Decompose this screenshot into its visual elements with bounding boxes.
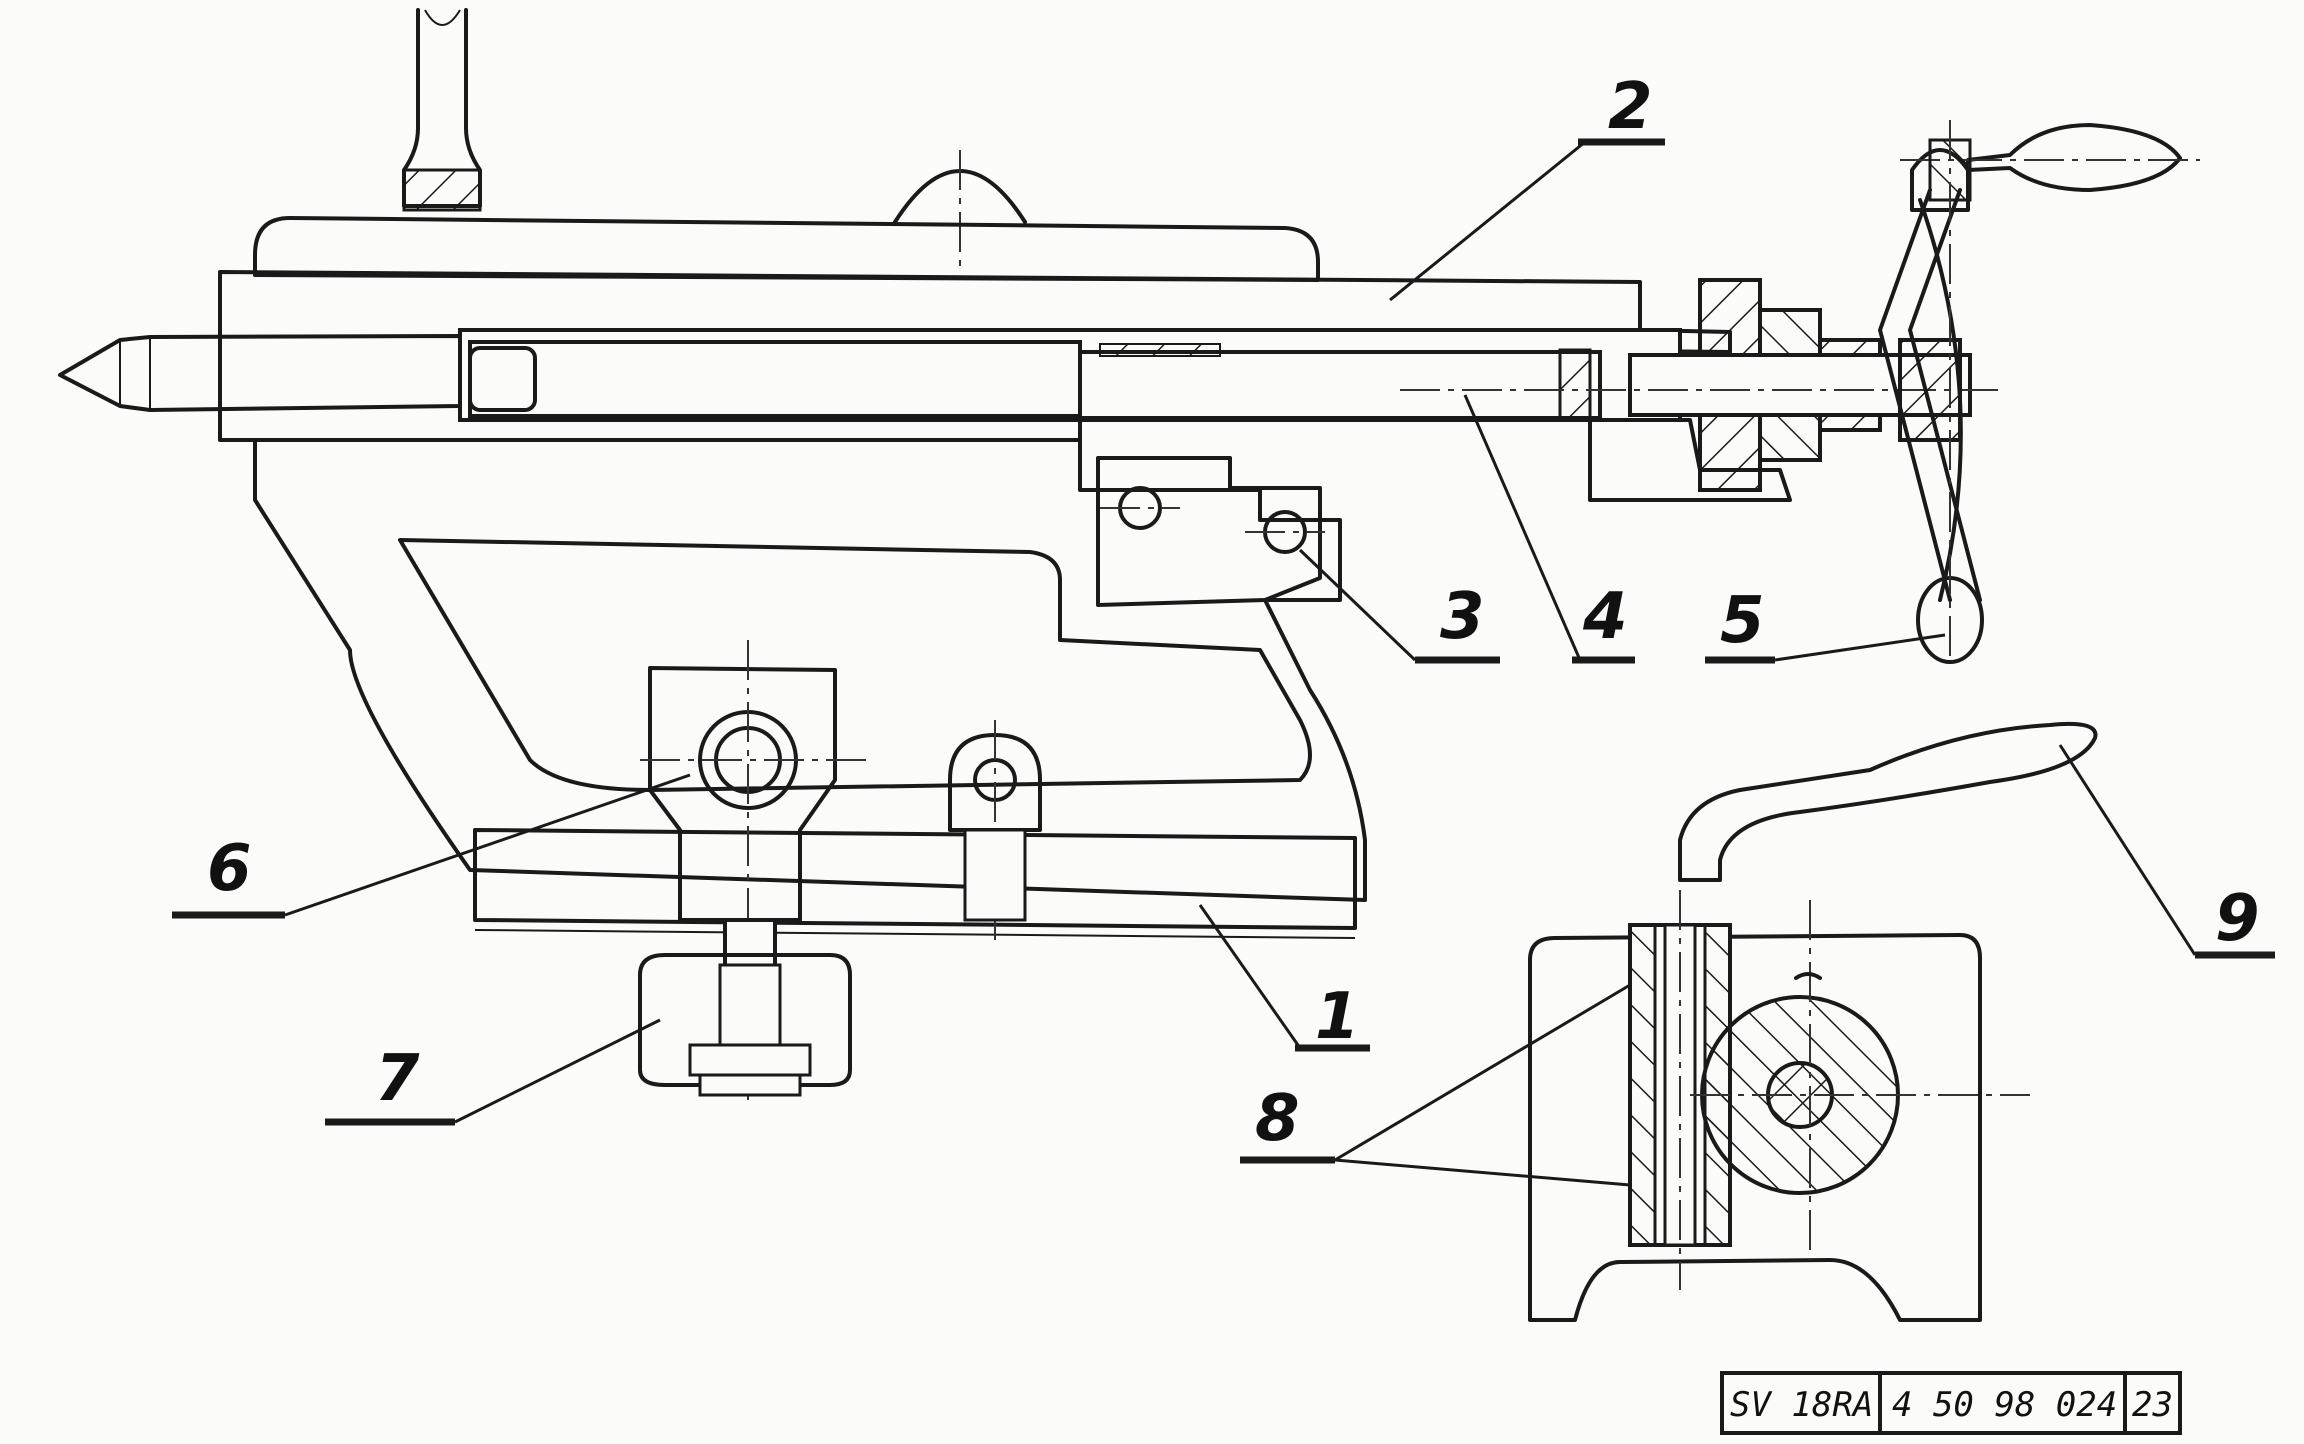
- title-model: SV 18RA: [1730, 1385, 1873, 1425]
- title-block: SV 18RA 4 50 98 024 23: [1720, 1371, 2182, 1435]
- callout-4: 4: [1582, 580, 1628, 654]
- base-plate: [473, 828, 1357, 930]
- clamp-nut: [638, 953, 852, 1087]
- detail-housing: [1528, 933, 1982, 1322]
- callout-1: 1: [1315, 980, 1360, 1054]
- tailstock-housing: [253, 216, 1320, 282]
- callout-9: 9: [2215, 882, 2260, 956]
- callout-6: 6: [207, 832, 252, 906]
- clamp-bolt-head: [648, 666, 837, 922]
- clamp-block: [1096, 456, 1322, 607]
- detail-section-view: [1528, 721, 2098, 1322]
- handwheel: [1878, 120, 2200, 664]
- clamp-lever: [402, 8, 482, 212]
- callout-5: 5: [1720, 584, 1765, 658]
- dead-center: [58, 334, 462, 412]
- body-cavity: [398, 538, 1312, 792]
- callout-2: 2: [1608, 70, 1653, 144]
- callout-3: 3: [1440, 580, 1485, 654]
- leader-lines: [172, 138, 2275, 1187]
- title-drawing-number: 4 50 98 024: [1892, 1385, 2117, 1425]
- lower-body: [253, 438, 1367, 902]
- callout-8: 8: [1255, 1082, 1300, 1156]
- locking-lever: [1678, 721, 2098, 882]
- title-sheet: 23: [2132, 1385, 2173, 1425]
- callout-7: 7: [375, 1042, 420, 1116]
